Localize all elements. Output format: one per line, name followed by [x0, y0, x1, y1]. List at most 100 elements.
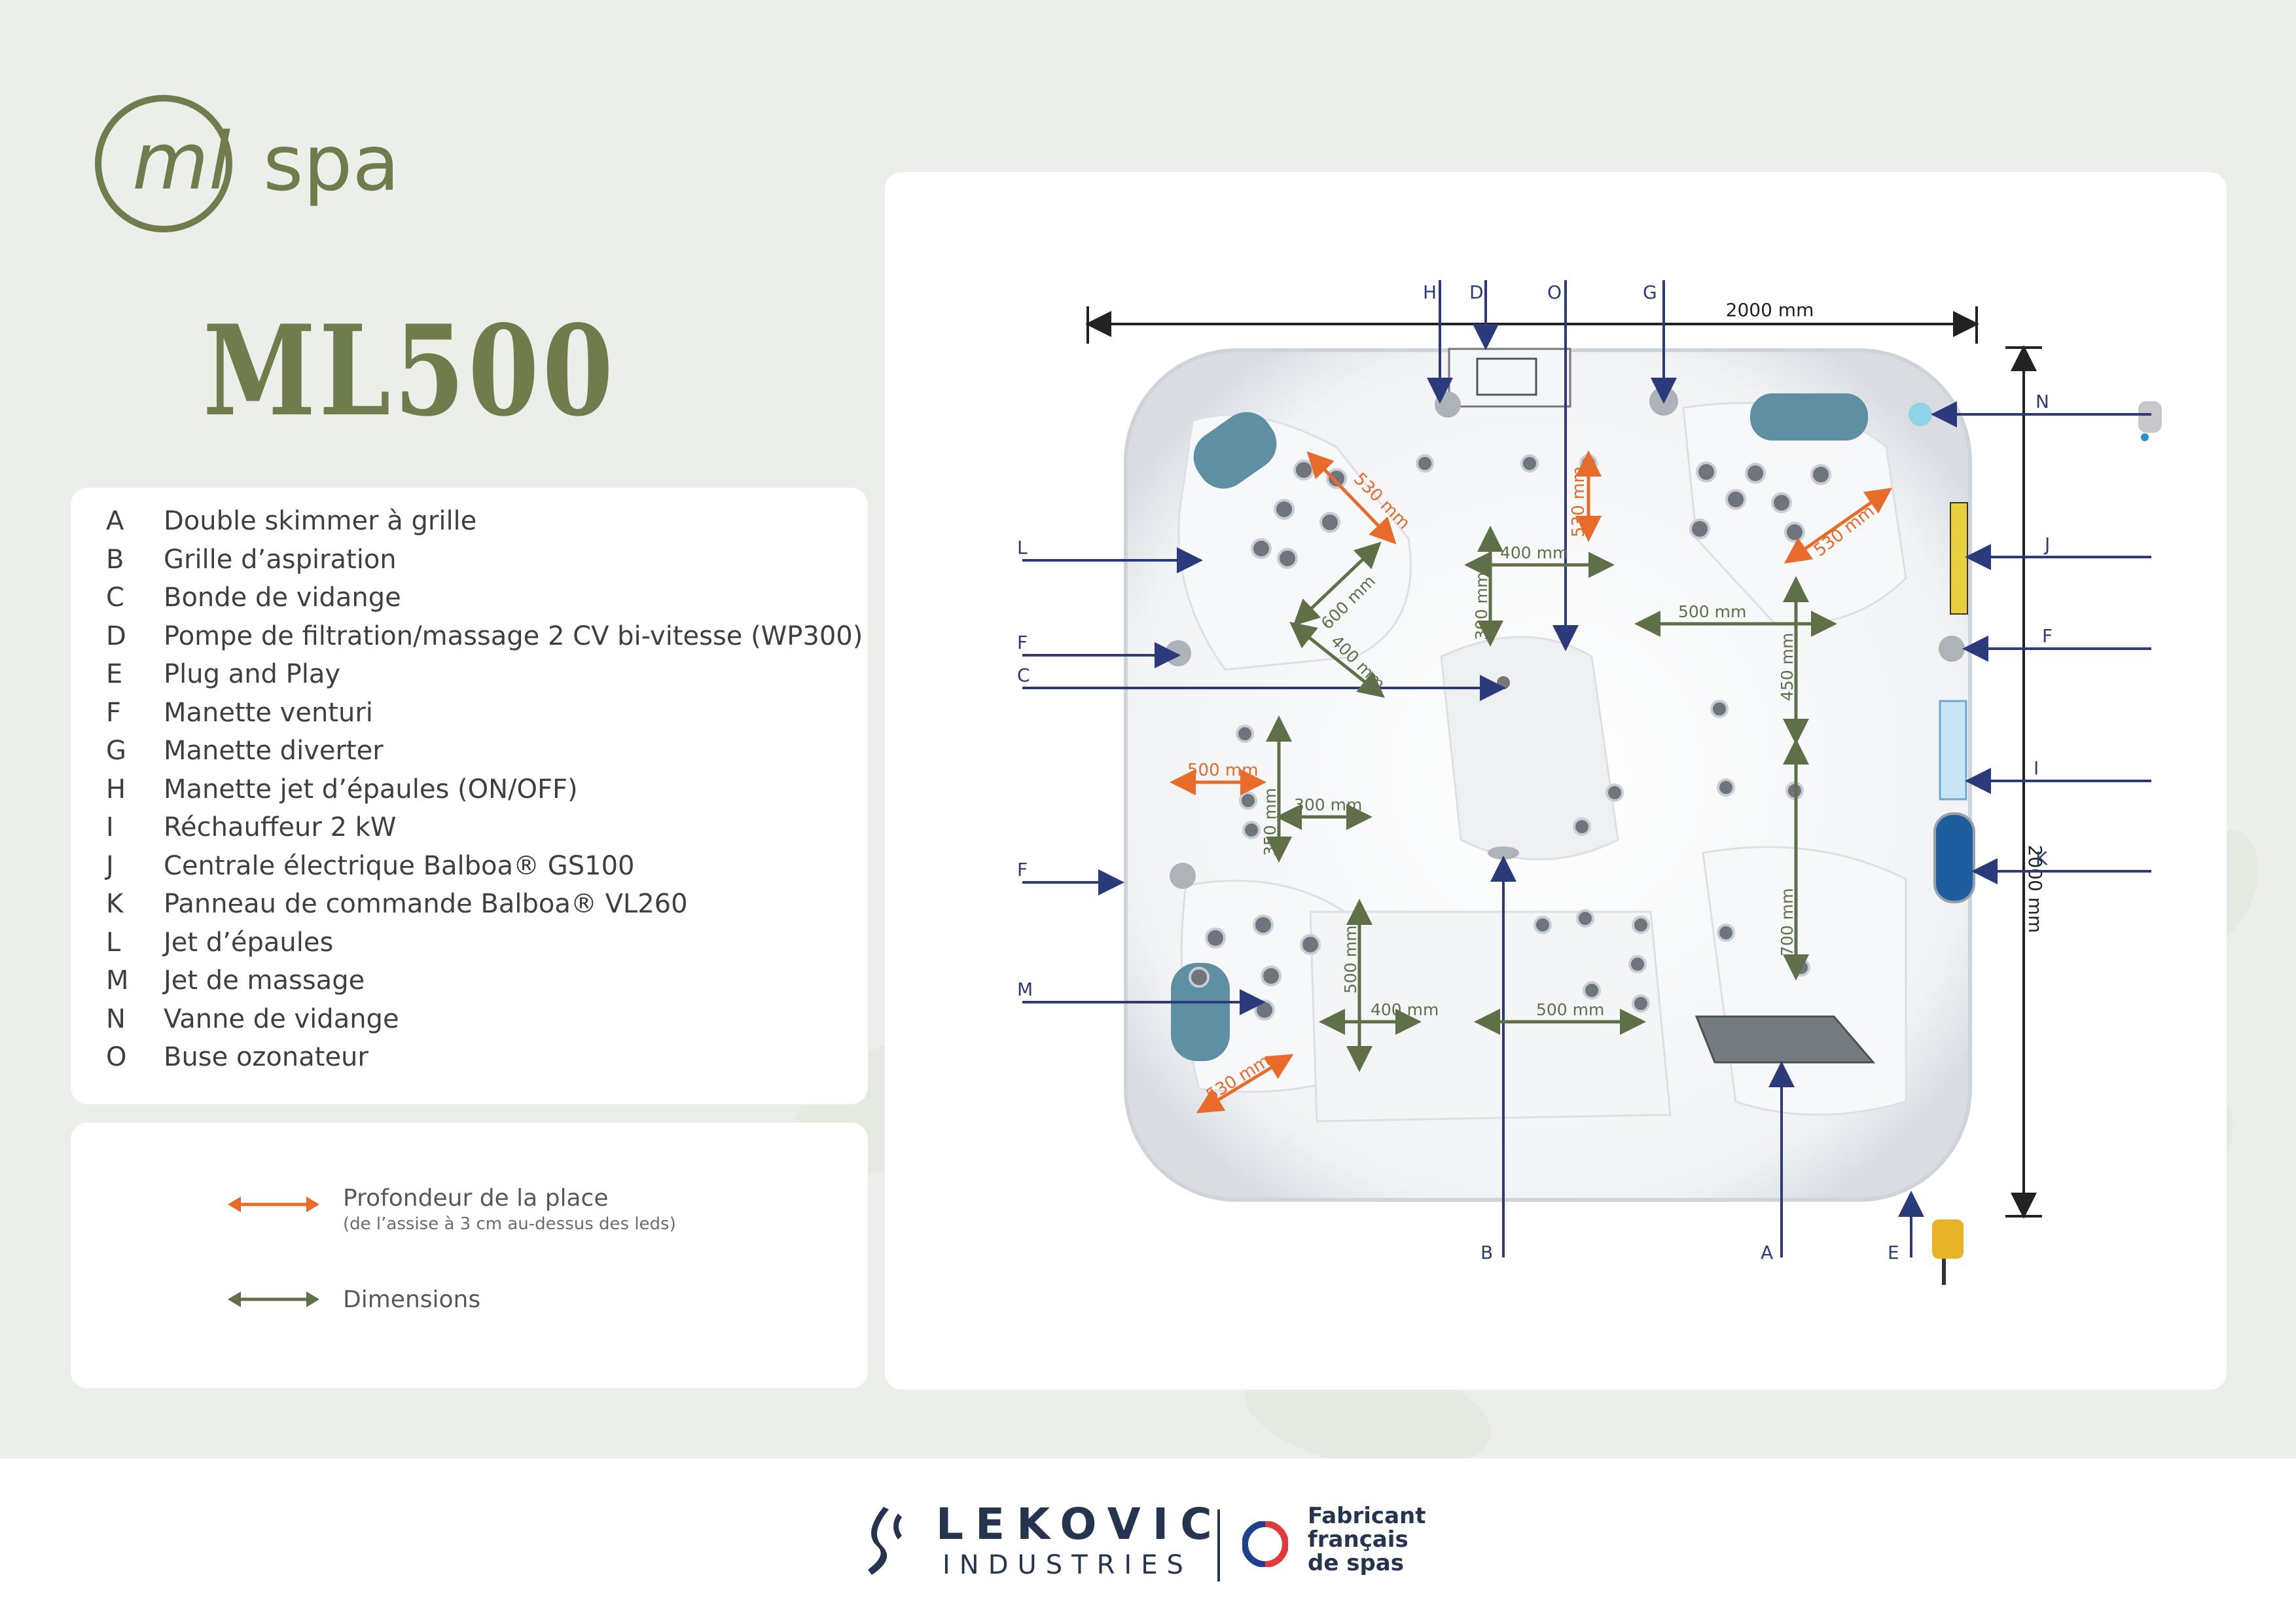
- legend-key: G: [106, 736, 126, 766]
- legend-item: K Panneau de commande Balboa® VL260: [106, 889, 688, 919]
- headrest: [1750, 393, 1868, 441]
- legend-item: L Jet d’épaules: [106, 928, 333, 958]
- dimensions-label: Dimensions: [343, 1286, 481, 1313]
- legend-key: F: [106, 697, 122, 728]
- filtration-pump-d: [1448, 348, 1571, 408]
- logo-mark-text: ml: [132, 117, 230, 208]
- ozonator-nozzle: [1488, 846, 1519, 859]
- legend-label: Jet d’épaules: [164, 927, 334, 958]
- dim-label: 500 mm: [1341, 926, 1360, 994]
- callout-f: F: [1017, 632, 1028, 653]
- legend-key: H: [106, 774, 126, 804]
- tagline: Fabricant français de spas: [1308, 1503, 1426, 1576]
- legend-key: E: [106, 659, 123, 689]
- legend-item: E Plug and Play: [106, 659, 340, 689]
- legend-item: O Buse ozonateur: [106, 1042, 368, 1072]
- depth-arrow-icon: [228, 1197, 319, 1212]
- legend-key: O: [106, 1042, 127, 1072]
- ml-spa-logo: ml spa: [92, 92, 458, 251]
- dim-label: 400 mm: [1371, 1000, 1439, 1019]
- suction-grille-b: [1695, 1015, 1876, 1064]
- company-subname: INDUSTRIES: [942, 1550, 1193, 1580]
- legend-label: Centrale électrique Balboa® GS100: [164, 850, 635, 881]
- venturi-valve-f: [1939, 636, 1965, 662]
- legend-item: G Manette diverter: [106, 736, 384, 766]
- footer: LEKOVIC INDUSTRIES Fabricant français de…: [0, 1458, 2296, 1624]
- french-flag-icon: [1242, 1521, 1288, 1567]
- legend-item: D Pompe de filtration/massage 2 CV bi-vit…: [106, 621, 863, 651]
- drain-valve-n: [1909, 403, 1932, 426]
- legend-label: Manette jet d’épaules (ON/OFF): [164, 774, 578, 804]
- legend-label: Pompe de filtration/massage 2 CV bi-vite…: [164, 621, 863, 651]
- venturi-valve-f: [1170, 863, 1196, 889]
- drain-valve-icon: [2138, 401, 2162, 433]
- dim-label: 500 mm: [1678, 602, 1746, 621]
- legend-item: H Manette jet d’épaules (ON/OFF): [106, 774, 578, 804]
- legend-key: M: [106, 965, 129, 996]
- legend-label: Bonde de vidange: [164, 583, 401, 613]
- plug-and-play-icon: [1932, 1219, 1964, 1259]
- divider: [1217, 1509, 1220, 1581]
- logo-word: spa: [263, 118, 400, 208]
- legend-label: Double skimmer à grille: [164, 506, 477, 536]
- control-panel-k: [1933, 812, 1975, 903]
- callout-d: D: [1469, 281, 1484, 303]
- legend-key: A: [106, 506, 124, 536]
- dim-label: 350 mm: [1261, 788, 1280, 856]
- legend-label: Panneau de commande Balboa® VL260: [164, 889, 688, 919]
- lekovic-logo-icon: [868, 1507, 902, 1575]
- callout-i: I: [2034, 757, 2039, 779]
- callout-f: F: [1017, 859, 1028, 880]
- legend-key: L: [106, 927, 121, 958]
- bench-bottom: [1309, 911, 1672, 1123]
- legend-label: Manette venturi: [164, 697, 373, 728]
- headrest: [1171, 963, 1230, 1061]
- legend-label: Vanne de vidange: [164, 1003, 399, 1034]
- legend-label: Plug and Play: [164, 659, 341, 689]
- legend-key: C: [106, 583, 124, 613]
- spa-plan-card: 2000 mm 2000 mm H D: [885, 172, 2227, 1390]
- dim-label: 300 mm: [1294, 795, 1362, 814]
- headrest: [1193, 412, 1277, 489]
- legend-item: A Double skimmer à grille: [106, 506, 476, 536]
- legend-key: K: [106, 889, 124, 919]
- dim-label: 400 mm: [1500, 543, 1568, 562]
- callout-o: O: [1547, 281, 1562, 303]
- power-pack-j: [1950, 502, 1968, 615]
- legend-item: C Bonde de vidange: [106, 583, 401, 613]
- callout-c: C: [1017, 664, 1030, 686]
- callout-lines: [1022, 280, 2151, 1257]
- callout-g: G: [1643, 281, 1657, 303]
- legend-key: D: [106, 621, 126, 651]
- callout-b: B: [1480, 1242, 1493, 1263]
- spa-plan-diagram: 2000 mm 2000 mm H D: [1017, 280, 2162, 1285]
- callout-n: N: [2036, 391, 2049, 412]
- callout-m: M: [1017, 979, 1033, 1000]
- legend-key: N: [106, 1003, 126, 1034]
- depth-note: (de l’assise à 3 cm au-dessus des leds): [343, 1214, 676, 1234]
- legend-item: N Vanne de vidange: [106, 1004, 399, 1034]
- model-title: ML500: [203, 298, 617, 444]
- dimension-arrow-icon: [228, 1291, 319, 1307]
- company-name: LEKOVIC: [936, 1499, 1224, 1549]
- legend-key: B: [106, 544, 124, 575]
- heater-i: [1939, 700, 1967, 801]
- legend-label: Manette diverter: [164, 736, 384, 766]
- seat-bottom-right: [1702, 846, 1907, 1116]
- callout-e: E: [1888, 1242, 1899, 1263]
- arrow-key-legend: Profondeur de la place (de l’assise à 3 …: [71, 1123, 868, 1388]
- footwell: [1440, 636, 1619, 861]
- legend-item: F Manette venturi: [106, 698, 373, 728]
- height-label: 2000 mm: [2024, 845, 2046, 933]
- callout-k: K: [2036, 848, 2048, 869]
- dim-label: 500 mm: [1536, 1000, 1604, 1019]
- depth-label: Profondeur de la place (de l’assise à 3 …: [343, 1185, 676, 1234]
- callout-a: A: [1761, 1242, 1773, 1263]
- legend-label: Buse ozonateur: [164, 1042, 368, 1072]
- callout-f: F: [2042, 625, 2053, 647]
- venturi-valve-f: [1165, 640, 1191, 666]
